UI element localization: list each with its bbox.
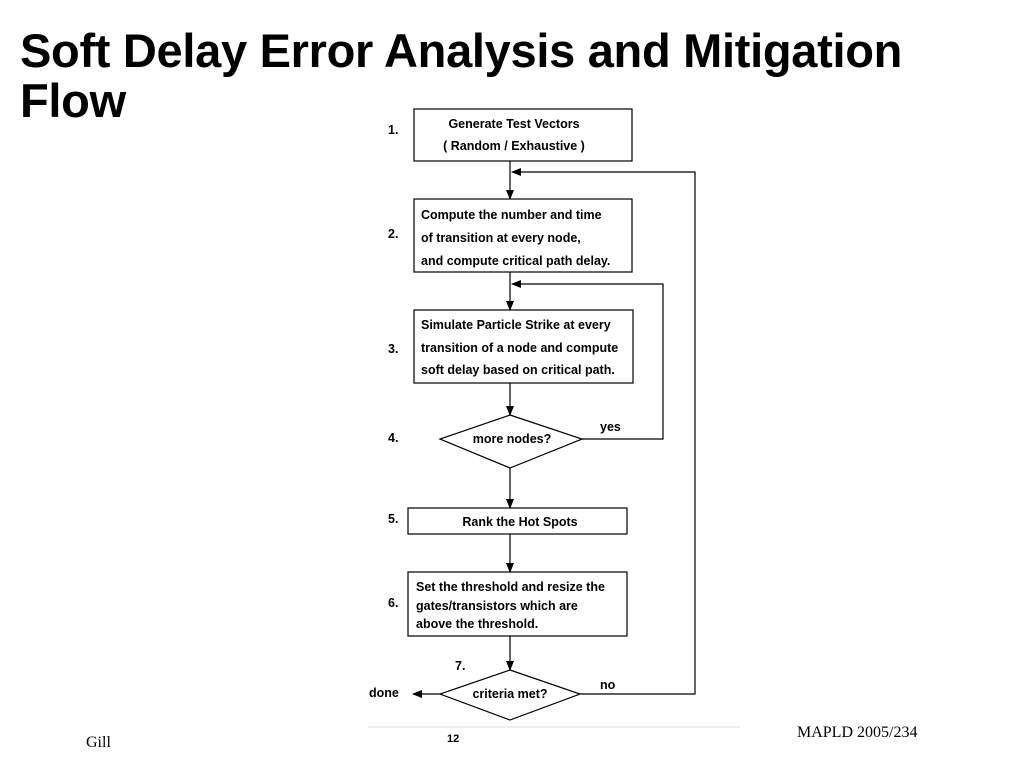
step-3-box: [413, 309, 634, 384]
footer-author: Gill: [86, 734, 111, 751]
step-3-line-1: Simulate Particle Strike at every: [421, 318, 611, 332]
step-4-number: 4.: [388, 431, 398, 445]
step-2-line-2: of transition at every node,: [421, 231, 581, 245]
step-3-number: 3.: [388, 342, 398, 356]
done-label: done: [369, 686, 399, 700]
slide-title: Soft Delay Error Analysis and Mitigation…: [20, 24, 903, 127]
step-2-line-3: and compute critical path delay.: [421, 254, 610, 268]
step-1-number: 1.: [388, 123, 398, 137]
step-3-line-3: soft delay based on critical path.: [421, 363, 615, 377]
step-2-number: 2.: [388, 227, 398, 241]
step-5-box: [407, 507, 628, 535]
step-6-number: 6.: [388, 596, 398, 610]
step-2-line-1: Compute the number and time: [421, 208, 602, 222]
step-1-box: [413, 108, 633, 162]
step-7-decision: [438, 669, 582, 721]
no-label: no: [600, 678, 616, 692]
step-2-box: [413, 198, 633, 273]
step-3-line-2: transition of a node and compute: [421, 341, 618, 355]
step-6-line-3: above the threshold.: [416, 617, 538, 631]
step-7-number: 7.: [455, 659, 465, 673]
page-number: 12: [447, 733, 460, 745]
step-6-box: [407, 571, 628, 637]
step-1-line-2: ( Random / Exhaustive ): [443, 139, 585, 153]
loop-yes-path: [511, 280, 664, 440]
step-1-line-1: Generate Test Vectors: [448, 117, 579, 131]
yes-label: yes: [600, 420, 621, 434]
loop-no-path: [511, 168, 696, 695]
step-7-label: criteria met?: [472, 687, 547, 701]
step-4-label: more nodes?: [473, 432, 552, 446]
step-6-line-2: gates/transistors which are: [416, 599, 578, 613]
step-5-number: 5.: [388, 512, 398, 526]
step-5-label: Rank the Hot Spots: [462, 515, 577, 529]
step-6-line-1: Set the threshold and resize the: [416, 580, 605, 594]
footer-conference: MAPLD 2005/234: [797, 724, 918, 741]
